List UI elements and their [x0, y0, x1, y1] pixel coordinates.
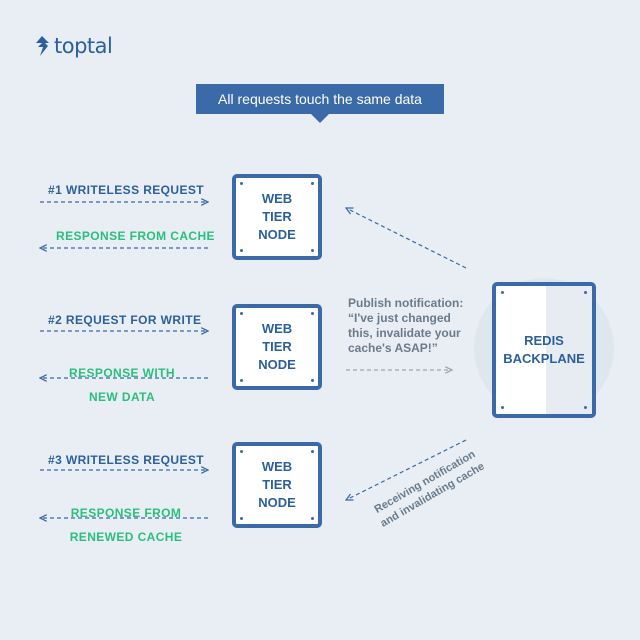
redis-backplane: REDIS BACKPLANE: [492, 282, 596, 418]
toptal-logo: toptal: [34, 34, 113, 58]
backplane-to-node1-arrow: [346, 208, 467, 269]
web-tier-node-2: WEB TIER NODE: [232, 304, 322, 390]
toptal-logo-icon: [36, 36, 49, 56]
backplane-to-node3-arrow: [346, 439, 467, 500]
response-label-2: RESPONSE WITH NEW DATA: [69, 366, 175, 404]
request-label-1: #1 WRITELESS REQUEST: [48, 183, 205, 197]
node-title-3: WEB TIER NODE: [258, 459, 296, 510]
request-label-2: #2 REQUEST FOR WRITE: [48, 313, 202, 327]
node-title-1: WEB TIER NODE: [258, 191, 296, 242]
request-label-3: #3 WRITELESS REQUEST: [48, 453, 205, 467]
web-tier-node-3: WEB TIER NODE: [232, 442, 322, 528]
banner: All requests touch the same data: [196, 84, 444, 114]
logo-text: toptal: [54, 34, 113, 58]
backplane-title: REDIS BACKPLANE: [503, 333, 585, 366]
publish-note: Publish notification: “I've just changed…: [348, 296, 464, 355]
node-title-2: WEB TIER NODE: [258, 321, 296, 372]
web-tier-node-1: WEB TIER NODE: [232, 174, 322, 260]
response-label-1: RESPONSE FROM CACHE: [56, 229, 215, 243]
banner-pointer: [311, 114, 329, 123]
response-label-3: RESPONSE FROM RENEWED CACHE: [69, 506, 183, 544]
